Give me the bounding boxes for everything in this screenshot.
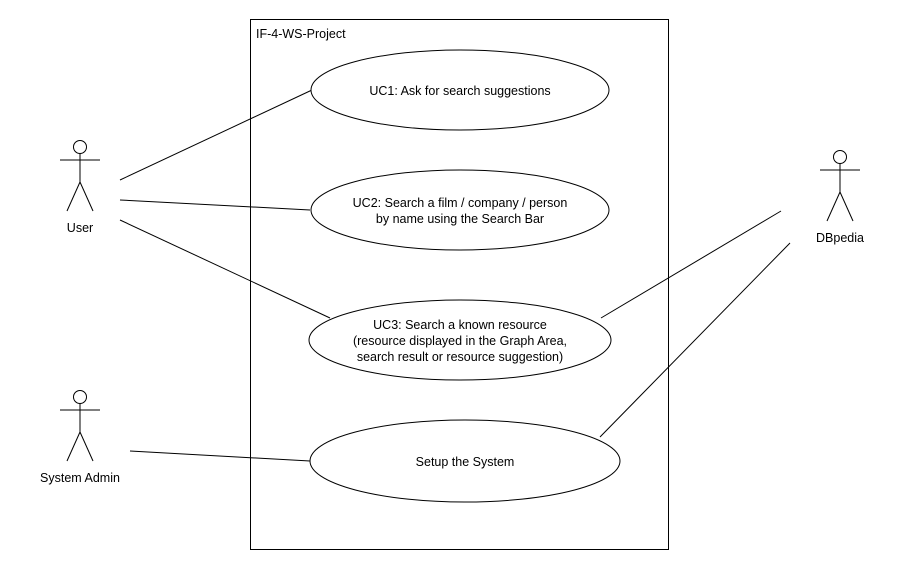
use-case-uc1-ellipse <box>310 49 610 131</box>
use-case-uc3-label-line1: UC3: Search a known resource <box>373 318 547 332</box>
actor-system-admin-label: System Admin <box>40 471 120 485</box>
use-case-uc2-label-line1: UC2: Search a film / company / person <box>353 196 568 210</box>
system-boundary <box>250 19 669 550</box>
association-user-uc3 <box>119 219 331 319</box>
use-case-uc2-label-line2: by name using the Search Bar <box>376 212 544 226</box>
stick-figure-icon <box>60 140 100 212</box>
actor-system-admin: System Admin <box>40 390 120 485</box>
actor-dbpedia-label: DBpedia <box>816 231 864 245</box>
use-case-uc3: UC3: Search a known resource (resource d… <box>308 299 612 381</box>
actor-user-label: User <box>67 221 93 235</box>
association-dbpedia-uc3 <box>600 210 782 319</box>
stick-figure-icon <box>60 390 100 462</box>
use-case-uc1: UC1: Ask for search suggestions <box>310 49 610 131</box>
association-admin-setup <box>129 450 311 462</box>
association-user-uc2 <box>119 199 311 211</box>
use-case-uc3-ellipse <box>308 299 612 381</box>
system-title: IF-4-WS-Project <box>256 27 346 41</box>
use-case-uc3-label-line3: search result or resource suggestion) <box>357 350 563 364</box>
use-case-uc3-label-line2: (resource displayed in the Graph Area, <box>353 334 567 348</box>
association-user-uc1 <box>119 89 313 181</box>
use-case-uc2: UC2: Search a film / company / person by… <box>310 169 610 251</box>
association-dbpedia-setup <box>599 242 791 438</box>
stick-figure-icon <box>820 150 860 222</box>
actor-dbpedia: DBpedia <box>816 150 864 245</box>
use-case-uc1-label: UC1: Ask for search suggestions <box>369 84 550 98</box>
actor-user: User <box>60 140 100 235</box>
use-case-setup-label: Setup the System <box>416 455 515 469</box>
use-case-uc2-ellipse <box>310 169 610 251</box>
use-case-setup: Setup the System <box>309 419 621 503</box>
use-case-setup-ellipse <box>309 419 621 503</box>
